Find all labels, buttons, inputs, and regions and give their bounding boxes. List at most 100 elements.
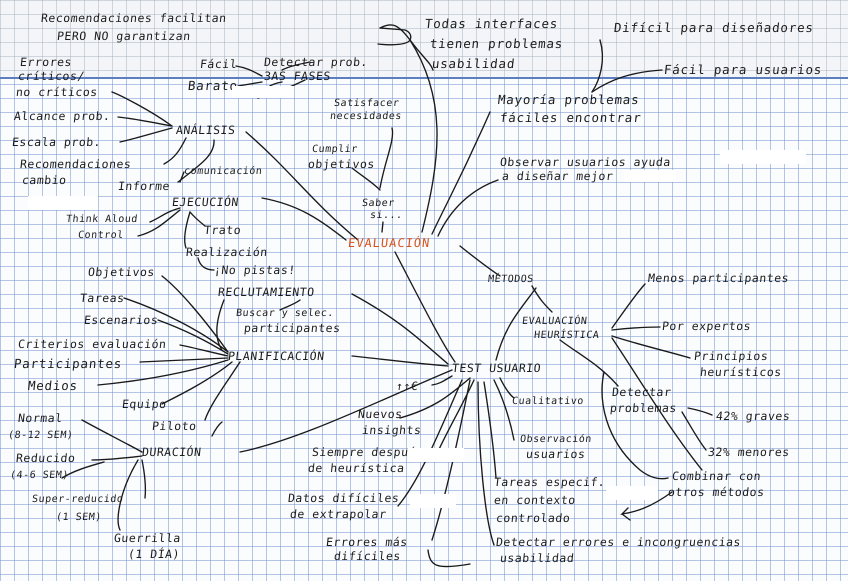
redaction-test-1	[408, 448, 464, 462]
link-heur-combinar	[611, 337, 703, 471]
link-plan-test	[351, 355, 449, 367]
necesidades-label: necesidades	[329, 111, 403, 122]
criterios-label: Criterios evaluación	[17, 337, 168, 351]
link-facil-usuarios	[591, 69, 663, 93]
recomendaciones-cambio-label: Recomendaciones	[19, 157, 133, 171]
participantes-label: Participantes	[13, 356, 124, 371]
link-eval-analisis	[245, 131, 359, 241]
de-heuristica-label: de heurística	[307, 461, 406, 475]
link-reclut-buscar	[279, 299, 301, 311]
super-label: Super-reducido	[31, 494, 124, 505]
normal-label: Normal	[17, 411, 64, 425]
link-informe-comunicacion	[179, 171, 185, 183]
criticos-label: críticos/	[17, 69, 86, 83]
link-dur-normal	[81, 419, 143, 453]
observacion-label: Observación	[519, 434, 593, 445]
link-test-observacion	[493, 379, 515, 441]
link-plan-objetivos	[161, 275, 229, 353]
link-eval-usabilidad	[409, 39, 434, 71]
reducido-label: Reducido	[15, 451, 77, 465]
link-eval-saber	[381, 221, 384, 233]
escenarios-label: Escenarios	[83, 313, 160, 327]
objetivos-meta-label: objetivos	[307, 157, 376, 171]
link-metodos-heur	[531, 285, 553, 313]
link-detectar-menores	[681, 411, 707, 451]
redaction-test-3	[606, 486, 658, 500]
link-dur-super	[141, 459, 147, 499]
link-dur-bracket	[61, 461, 105, 479]
facil-usuarios-label: Fácil para usuarios	[663, 62, 823, 77]
link-plan-participantes	[139, 357, 229, 363]
saber-label: Saber	[361, 198, 396, 209]
redaction-analisis	[28, 196, 98, 210]
menores-label: 32% menores	[707, 445, 791, 459]
link-eval-todas	[379, 24, 438, 233]
insights-label: insights	[361, 423, 423, 437]
redaction-right-1	[720, 150, 806, 164]
link-heur-principios	[611, 335, 691, 359]
cambio-label: cambio	[21, 173, 68, 187]
detectar-problemas-label: Detectar	[611, 385, 673, 399]
link-heur-detectar	[559, 339, 619, 387]
observar-label: Observar usuarios ayuda	[499, 155, 672, 169]
link-plan-piloto	[204, 361, 241, 421]
guerrilla-label: Guerrilla	[113, 531, 182, 545]
cualitativo-label: Cualitativo	[511, 396, 585, 407]
link-eval-observar	[437, 179, 499, 237]
detectar-errores-label: Detectar errores e incongruencias	[495, 535, 742, 549]
faciles-label: fáciles encontrar	[499, 110, 643, 125]
link-eval-satisfacer	[379, 127, 394, 189]
link-test-duracion	[239, 369, 453, 453]
controlado-label: controlado	[495, 511, 572, 525]
realizacion-label: Realización	[185, 245, 269, 259]
satisfacer-label: Satisfacer	[333, 98, 400, 109]
link-eval-cumplir	[351, 167, 381, 191]
problemas-label: problemas	[609, 401, 678, 415]
participantes-reclut-label: participantes	[243, 321, 342, 335]
cumplir-label: Cumplir	[311, 144, 359, 155]
link-ejec-realizacion	[183, 211, 191, 249]
link-heur-menos	[611, 283, 646, 329]
link-dur-reducido	[91, 455, 143, 461]
link-real-pistas	[197, 257, 215, 271]
metodos-title: MÉTODOS	[487, 274, 535, 285]
heuristica-title-1: EVALUACIÓN	[521, 316, 588, 327]
link-plan-criterios	[179, 344, 229, 357]
facil-label: Fácil	[199, 57, 238, 71]
redaction-top	[232, 86, 294, 98]
no-criticos-label: no críticos	[15, 85, 99, 99]
dificil-label: Difícil para diseñadores	[613, 20, 815, 35]
link-analisis-alcance	[117, 116, 173, 127]
tienen-label: tienen problemas	[429, 36, 565, 51]
expertos-label: Por expertos	[661, 319, 752, 333]
usuarios-obs-label: usuarios	[525, 447, 587, 461]
tareas-label: Tareas	[79, 291, 126, 305]
menos-participantes-label: Menos participantes	[647, 271, 790, 285]
objetivos-label: Objetivos	[87, 265, 156, 279]
en-contexto-label: en contexto	[493, 493, 577, 507]
link-test-nuevos	[399, 377, 471, 419]
heuristica-title-2: HEURÍSTICA	[533, 330, 600, 341]
disenar-label: a diseñar mejor	[501, 169, 615, 183]
reclutamiento-title: RECLUTAMIENTO	[217, 285, 316, 299]
medios-label: Medios	[27, 378, 79, 393]
redaction-right-2	[624, 170, 676, 182]
link-analisis-recom	[163, 137, 187, 165]
tareas-especif-label: Tareas especif.	[493, 475, 607, 489]
cost-label: ↑↑€	[395, 379, 420, 393]
link-errores-bracket	[427, 549, 471, 568]
informe-label: Informe	[117, 179, 171, 193]
comunicacion-label: comunicación	[183, 166, 263, 177]
link-detectar-graves	[687, 407, 713, 416]
link-plan-equipo	[161, 361, 233, 405]
link-plan-medios	[97, 359, 229, 386]
graves-label: 42% graves	[715, 409, 792, 423]
errores-mas-label: Errores más	[325, 535, 409, 549]
reducido-sem-label: (4-6 SEM)	[9, 470, 70, 481]
link-test-cost	[431, 375, 453, 386]
link-metodos-test	[495, 287, 537, 361]
link-combinar-arrow	[620, 491, 673, 521]
datos-label: Datos difíciles	[287, 491, 401, 505]
detectar-prob-label: Detectar prob.	[263, 55, 369, 69]
test-usuario-title: TEST USUARIO	[451, 361, 542, 375]
